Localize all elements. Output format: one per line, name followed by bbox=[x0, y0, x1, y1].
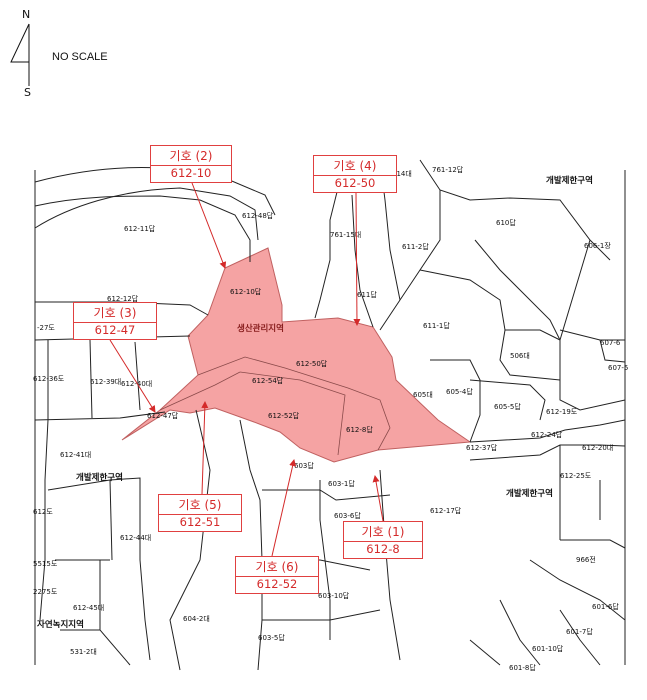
lot-label: 531-2대 bbox=[70, 648, 97, 656]
lot-label: 612-47답 bbox=[147, 411, 179, 420]
callout-number: 612-50 bbox=[334, 176, 376, 190]
callout-title: 기호 (1) bbox=[361, 525, 405, 539]
north-arrow-icon bbox=[10, 23, 30, 86]
arrow-4 bbox=[353, 192, 361, 326]
lot-label: 761-15대 bbox=[330, 231, 361, 239]
zone-label: 개발제한구역 bbox=[506, 488, 553, 499]
scale-note: NO SCALE bbox=[52, 51, 108, 63]
lot-label: 5515도 bbox=[33, 560, 58, 568]
lot-label: 612-48답 bbox=[242, 211, 274, 220]
lot-label: 607-5 bbox=[608, 364, 628, 372]
callout-title: 기호 (6) bbox=[255, 560, 299, 574]
lot-label: 612-36도 bbox=[33, 375, 65, 383]
callout-2: 기호 (2) 612-10 bbox=[150, 145, 232, 183]
lot-label: 612-20대 bbox=[582, 444, 613, 452]
parcel-boundaries bbox=[34, 159, 626, 671]
callout-number: 612-8 bbox=[366, 542, 400, 556]
lot-label: 612-41대 bbox=[60, 451, 91, 459]
arrow-5 bbox=[201, 401, 209, 495]
zone-label: 개발제한구역 bbox=[76, 472, 123, 483]
highlighted-project-area bbox=[121, 247, 472, 463]
lot-label: 2275도 bbox=[33, 588, 58, 596]
lot-label: 612-25도 bbox=[560, 472, 592, 480]
lot-label: 612-45대 bbox=[73, 604, 104, 612]
south-letter: S bbox=[24, 86, 31, 99]
callout-title: 기호 (5) bbox=[178, 498, 222, 512]
arrow-1 bbox=[372, 475, 384, 522]
callout-3: 기호 (3) 612-47 bbox=[73, 302, 157, 340]
zone-label: 개발제한구역 bbox=[546, 175, 593, 186]
lot-label: 603답 bbox=[294, 461, 314, 470]
lot-labels: 614대 761-12답 612-48답 612-11답 612-10답 761… bbox=[33, 165, 628, 672]
lot-label: 612-54답 bbox=[252, 376, 284, 385]
arrow-3 bbox=[109, 339, 156, 413]
lot-label: 610답 bbox=[496, 218, 516, 227]
lot-label: 605대 bbox=[413, 391, 433, 399]
lot-label: 614대 bbox=[392, 170, 412, 178]
lot-label: 612-50답 bbox=[296, 359, 328, 368]
lot-label: 601-7답 bbox=[566, 627, 593, 636]
callout-title: 기호 (4) bbox=[333, 159, 377, 173]
lot-label: 601-6답 bbox=[592, 602, 619, 611]
arrow-2 bbox=[191, 182, 227, 269]
callout-4: 기호 (4) 612-50 bbox=[313, 155, 397, 193]
lot-label: 612-11답 bbox=[124, 224, 156, 233]
callout-number: 612-47 bbox=[94, 323, 136, 337]
callout-number: 612-10 bbox=[170, 166, 212, 180]
lot-label: 601-10답 bbox=[532, 644, 564, 653]
lot-label: 612-52답 bbox=[268, 411, 300, 420]
lot-label: 612-19도 bbox=[546, 408, 578, 416]
lot-label: 605-4답 bbox=[446, 387, 473, 396]
leader-arrows bbox=[109, 182, 384, 557]
zone-labels: 개발제한구역 생산관리지역 개발제한구역 개발제한구역 자연녹지지역 bbox=[37, 175, 593, 630]
lot-label: 611-1답 bbox=[423, 321, 450, 330]
lot-label: -27도 bbox=[37, 324, 55, 332]
callout-5: 기호 (5) 612-51 bbox=[158, 494, 242, 532]
callout-1: 기호 (1) 612-8 bbox=[343, 521, 423, 559]
zone-label: 생산관리지역 bbox=[237, 323, 284, 334]
lot-label: 604-2대 bbox=[183, 615, 210, 623]
lot-label: 612-39대 bbox=[90, 378, 121, 386]
lot-label: 605-5답 bbox=[494, 402, 521, 411]
lot-label: 612-10답 bbox=[230, 287, 262, 296]
north-letter: N bbox=[22, 8, 30, 21]
lot-label: 607-6 bbox=[600, 339, 621, 347]
lot-label: 612-40대 bbox=[121, 380, 152, 388]
callout-title: 기호 (2) bbox=[169, 149, 213, 163]
lot-label: 601-8답 bbox=[509, 663, 536, 672]
callout-number: 612-51 bbox=[179, 515, 221, 529]
lot-label: 606-1장 bbox=[584, 241, 611, 250]
north-arrow-legend: N S NO SCALE bbox=[10, 8, 108, 99]
lot-label: 966전 bbox=[576, 555, 596, 564]
lot-label: 611-2답 bbox=[402, 242, 429, 251]
arrow-6 bbox=[271, 459, 297, 557]
lot-label: 612-37답 bbox=[466, 443, 498, 452]
lot-label: 761-12답 bbox=[432, 165, 464, 174]
zone-label: 자연녹지지역 bbox=[37, 619, 84, 630]
lot-label: 603-10답 bbox=[318, 591, 350, 600]
lot-label: 612-8답 bbox=[346, 425, 373, 434]
lot-label: 506대 bbox=[510, 352, 530, 360]
lot-label: 603-6답 bbox=[334, 511, 361, 520]
lot-label: 611답 bbox=[357, 290, 377, 299]
lot-label: 612도 bbox=[33, 508, 53, 516]
lot-label: 612-24답 bbox=[531, 430, 563, 439]
lot-label: 603-1답 bbox=[328, 479, 355, 488]
lot-label: 603-5답 bbox=[258, 633, 285, 642]
callout-6: 기호 (6) 612-52 bbox=[235, 556, 319, 594]
lot-label: 612-44대 bbox=[120, 534, 151, 542]
lot-label: 612-17답 bbox=[430, 506, 462, 515]
callout-title: 기호 (3) bbox=[93, 306, 137, 320]
callout-number: 612-52 bbox=[256, 577, 298, 591]
lot-label: 612-12답 bbox=[107, 294, 139, 303]
